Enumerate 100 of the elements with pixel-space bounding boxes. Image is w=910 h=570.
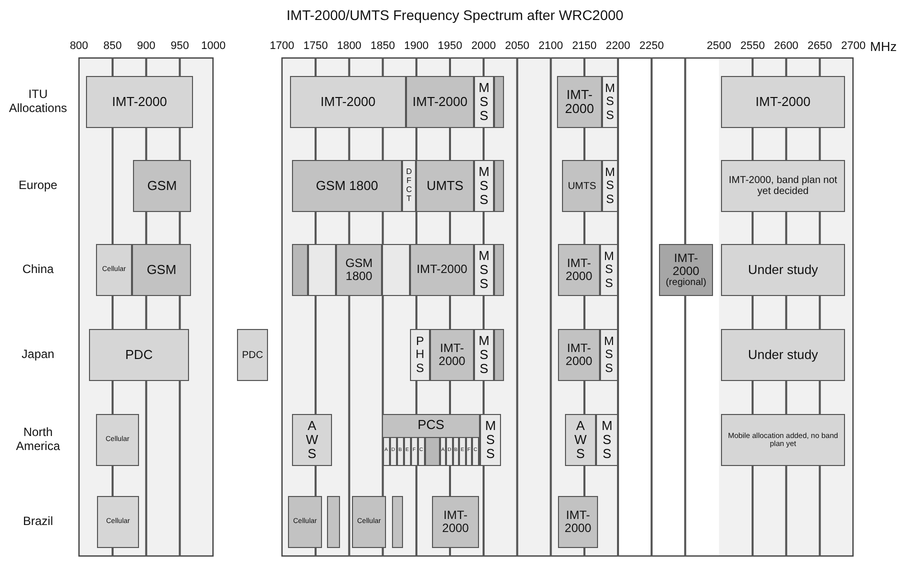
band-box	[292, 244, 308, 296]
band-label: IMT-2000	[564, 88, 595, 116]
band-label: IMT-2000	[112, 94, 167, 110]
band-label: UMTS	[568, 180, 596, 192]
band-label: MSS	[478, 80, 490, 124]
band-box	[474, 160, 494, 212]
axis-tick-label: 2150	[572, 40, 597, 52]
axis-tick-label: 1700	[270, 40, 294, 52]
band-label: MSS	[478, 164, 490, 208]
band-box	[474, 244, 494, 296]
band-label: MSS	[484, 418, 497, 462]
band-label: IMT-2000	[438, 342, 466, 368]
axis-tick-label: 2100	[538, 40, 564, 52]
axis-tick-label: 1950	[438, 40, 462, 52]
band-box	[402, 160, 416, 212]
band-box	[432, 496, 479, 548]
band-label: IMT-2000	[320, 94, 376, 110]
band-label: Under study	[748, 348, 818, 362]
band-group-box	[382, 414, 480, 466]
row-label: Europe	[18, 179, 58, 193]
band-box	[292, 160, 402, 212]
axis-tick-label: 950	[170, 40, 189, 52]
band-box	[96, 414, 139, 466]
band-box	[424, 436, 440, 466]
band-label: IMT-2000	[416, 263, 468, 277]
band-box	[382, 436, 390, 466]
band-box	[600, 329, 618, 381]
band-label: MSS	[478, 248, 490, 292]
band-box	[474, 329, 494, 381]
band-box	[602, 76, 618, 128]
band-label: IMT-2000	[672, 252, 700, 278]
axis-tick-label: 2200	[606, 40, 630, 52]
band-label: PHS	[414, 335, 426, 375]
band-label: IMT-2000	[564, 508, 592, 536]
band-label: IMT-2000	[412, 94, 468, 110]
title: IMT-2000/UMTS Frequency Spectrum after WRC2000	[286, 7, 624, 23]
band-box	[133, 160, 191, 212]
band-box	[721, 329, 845, 381]
row-label: Brazil	[22, 515, 54, 529]
band-box	[288, 496, 322, 548]
axis-tick-label: 2250	[639, 40, 664, 52]
band-label: AWS	[306, 418, 318, 462]
band-box	[494, 329, 504, 381]
band-box	[459, 436, 466, 466]
band-label: MSS	[604, 82, 616, 122]
band-box	[558, 244, 600, 296]
band-label: UMTS	[426, 178, 464, 194]
band-label: Under study	[748, 262, 818, 278]
band-box	[602, 160, 618, 212]
band-box	[721, 76, 845, 128]
band-box	[474, 76, 494, 128]
band-box	[336, 244, 382, 296]
band-label: MSS	[600, 418, 614, 462]
band-box	[596, 414, 618, 466]
band-label: MSS	[603, 335, 615, 375]
axis-tick-label: 800	[70, 40, 88, 52]
band-box	[237, 329, 268, 381]
band-label: GSM	[146, 262, 176, 278]
axis-tick-label: 1750	[303, 40, 328, 52]
band-label: IMT-2000	[564, 256, 594, 284]
row-label: ITU Allocations	[8, 88, 68, 116]
axis-tick-label: 2550	[740, 40, 765, 52]
band-box	[558, 329, 600, 381]
row-label: North America	[14, 426, 61, 454]
band-box	[416, 160, 474, 212]
band-box	[292, 414, 332, 466]
band-box	[352, 496, 386, 548]
band-label: MSS	[478, 334, 490, 376]
band-box	[382, 244, 410, 296]
band-label: MSS	[604, 166, 616, 206]
band-box	[290, 76, 406, 128]
band-box	[659, 244, 713, 296]
axis-unit: MHz	[870, 39, 897, 54]
band-box	[446, 436, 453, 466]
axis-tick-label: 2600	[774, 40, 798, 52]
band-label: GSM	[147, 178, 177, 194]
band-box	[86, 76, 193, 128]
band-box	[392, 496, 403, 548]
band-box	[308, 244, 336, 296]
band-label: IMT-2000	[441, 508, 470, 536]
axis-tick-label: 2500	[706, 40, 732, 52]
axis-tick-label: 2650	[808, 40, 832, 52]
axis-tick-label: 1850	[370, 40, 396, 52]
band-box	[89, 329, 189, 381]
band-label: AWS	[574, 418, 587, 462]
axis-tick-label: 900	[137, 40, 156, 52]
axis-tick-label: 1000	[201, 40, 226, 52]
band-box	[721, 414, 845, 466]
band-box	[565, 414, 596, 466]
band-box	[721, 160, 845, 212]
band-box	[96, 244, 132, 296]
row-label: China	[21, 263, 55, 277]
band-box	[494, 76, 504, 128]
axis-tick-label: 850	[103, 40, 122, 52]
band-label: DFCT	[405, 168, 413, 204]
band-box	[327, 496, 340, 548]
band-label: PCS	[418, 418, 444, 432]
axis-tick-label: 2700	[841, 40, 866, 52]
band-box	[410, 244, 474, 296]
band-label: (regional)	[666, 278, 706, 288]
